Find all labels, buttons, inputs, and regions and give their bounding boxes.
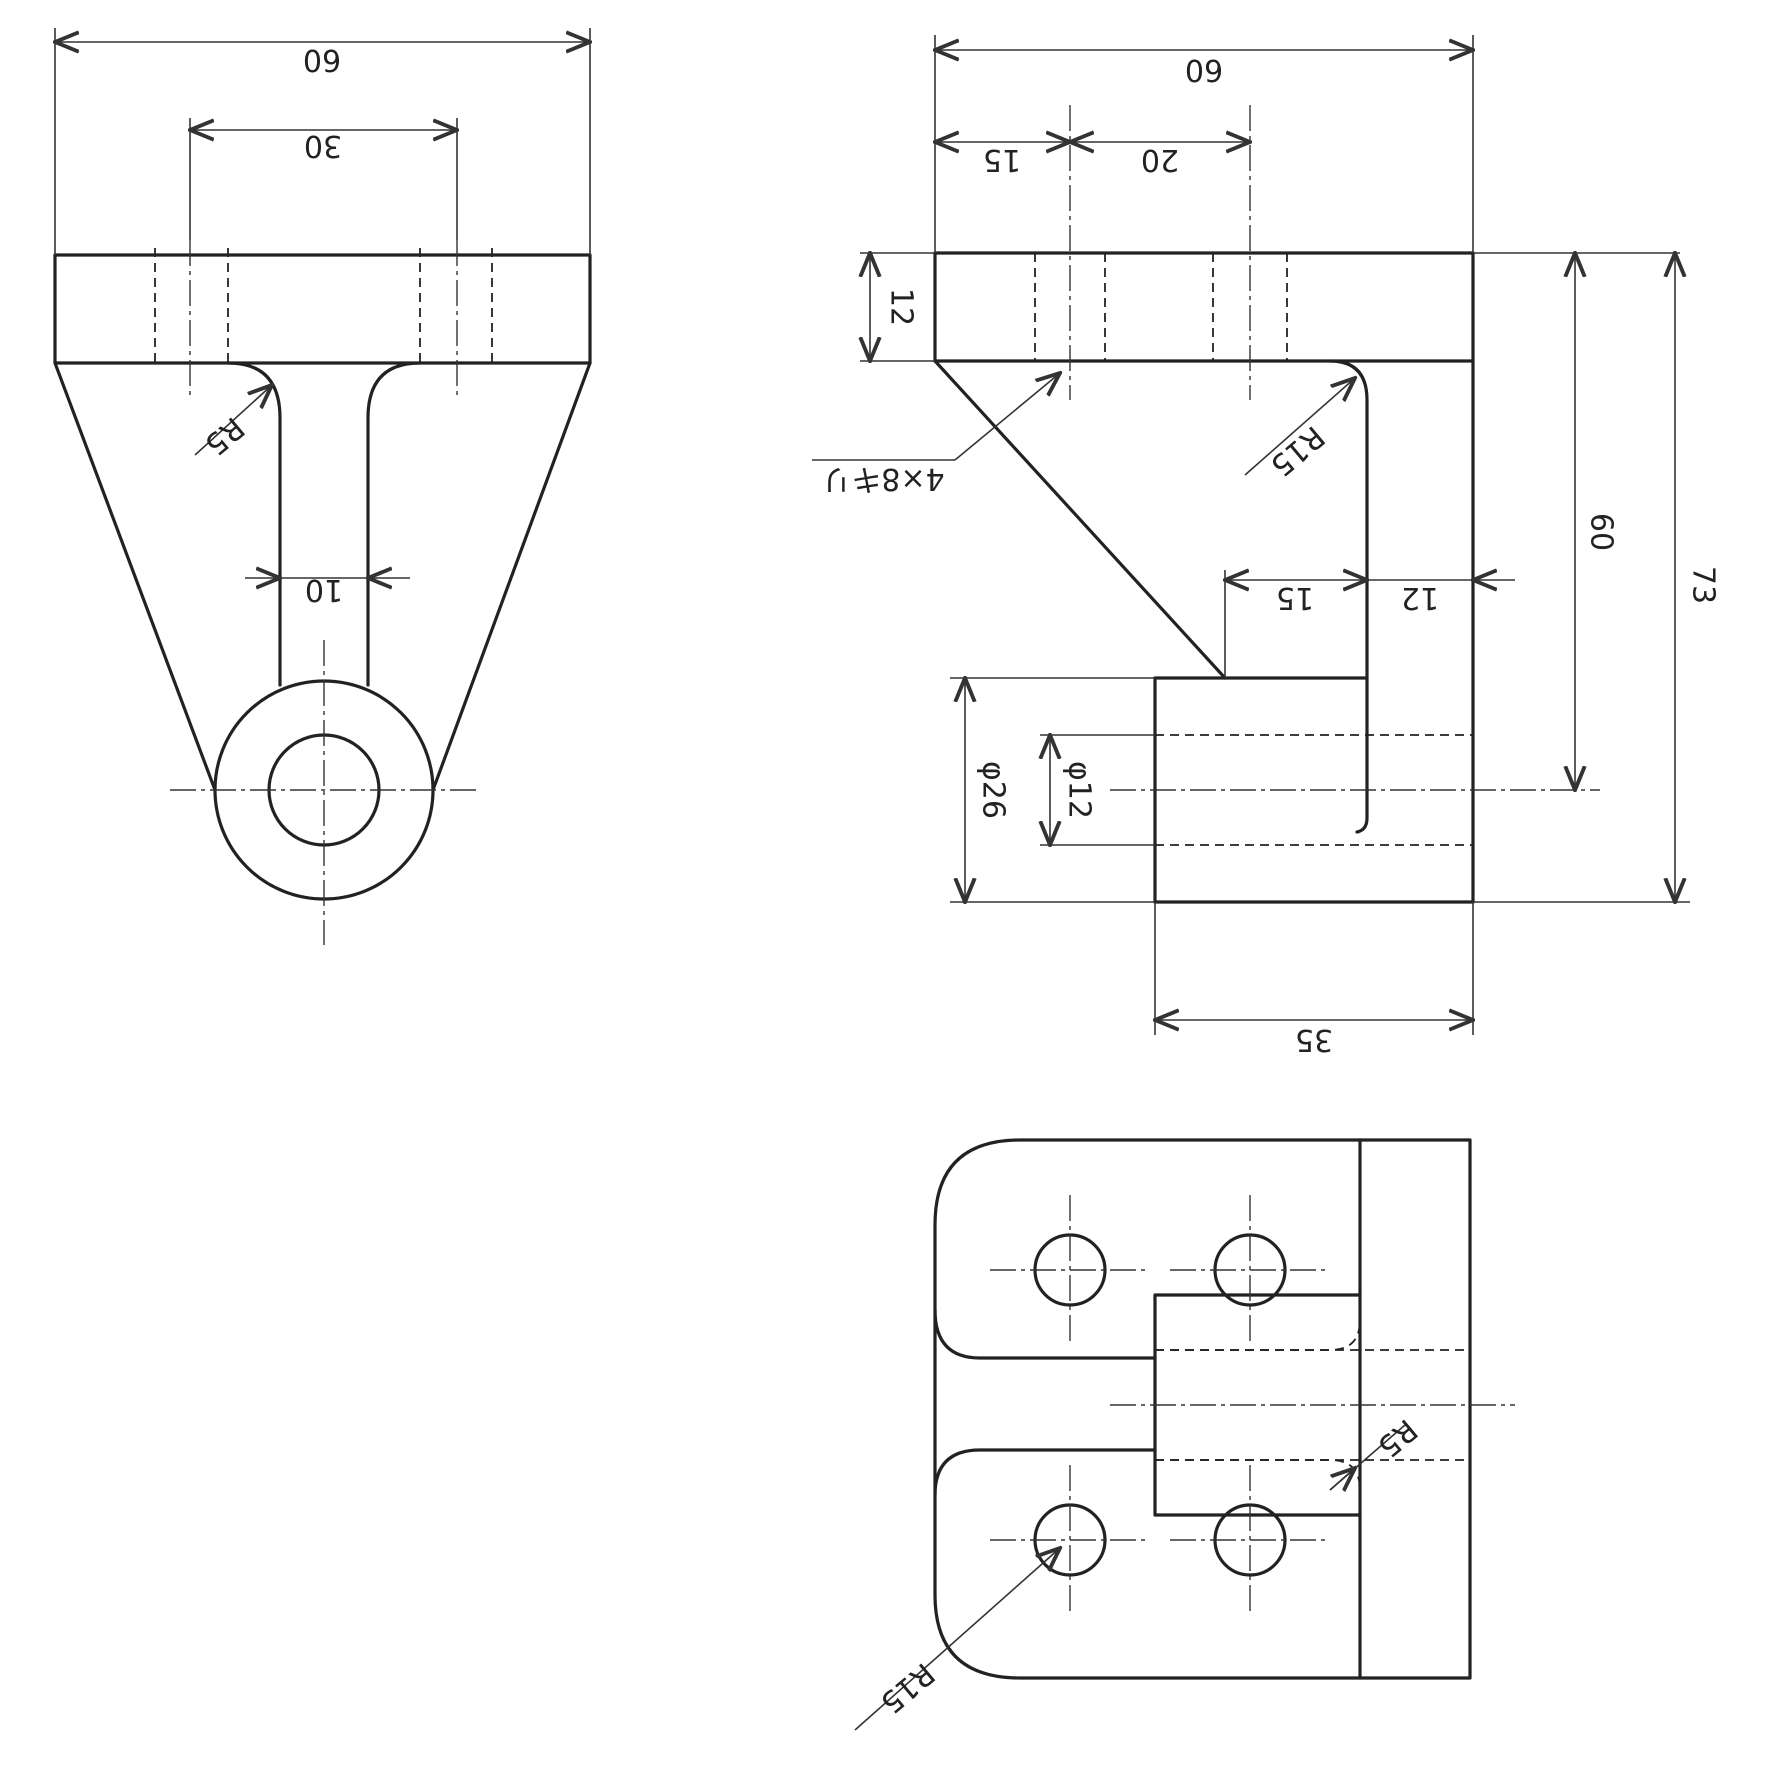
side-flange-dim: 12 — [884, 288, 919, 326]
side-web-inner — [1328, 359, 1369, 834]
side-center-height-dim: 60 — [1584, 513, 1619, 551]
plan-outline — [933, 1138, 1472, 1680]
side-offset-dim: 15 — [983, 142, 1021, 177]
plan-slot-lower — [933, 1448, 1362, 1517]
plan-hidden-fillet-upper — [1155, 1319, 1361, 1351]
front-width-dim: 60 — [303, 42, 341, 77]
side-hole-callout: 4×8キリ — [821, 461, 944, 496]
side-hole-leader — [954, 373, 1060, 461]
side-width-dim: 60 — [1185, 52, 1223, 87]
front-fillet-dim: R5 — [197, 410, 250, 462]
front-web-dim: 10 — [305, 572, 343, 607]
side-boss-length-dim: 35 — [1295, 1022, 1333, 1057]
front-flange — [53, 253, 592, 365]
plan-view: R5 R15 — [854, 1138, 1515, 1731]
side-rib — [933, 359, 1227, 680]
side-bend-leader — [1244, 378, 1355, 476]
plan-slot-fillet-dim: R5 — [1370, 1412, 1423, 1464]
front-hidden-holes — [154, 248, 493, 363]
side-bend-dim: R15 — [1263, 418, 1331, 483]
side-hidden-holes — [1034, 253, 1288, 361]
front-view: 60 30 R5 10 — [55, 28, 590, 945]
side-flange — [933, 251, 1475, 363]
side-overall-height-dim: 73 — [1686, 566, 1721, 604]
side-view: 60 15 20 12 4×8キリ R15 60 73 15 12 — [812, 35, 1721, 1057]
plan-hidden-fillet-lower — [1155, 1459, 1361, 1491]
plan-slot-upper — [933, 1293, 1362, 1360]
front-pitch-dim: 30 — [304, 128, 342, 163]
side-bore-dim: φ12 — [1062, 761, 1097, 819]
front-web-left — [226, 361, 282, 687]
side-web-dim: 12 — [1401, 580, 1439, 615]
front-right-taper — [431, 361, 592, 792]
plan-corner-leader — [854, 1548, 1060, 1731]
side-pitch-dim: 20 — [1141, 142, 1179, 177]
front-web-right — [366, 361, 422, 687]
front-left-taper — [53, 361, 217, 792]
side-boss-dim: φ26 — [976, 761, 1011, 819]
side-boss-offset-dim: 15 — [1276, 580, 1314, 615]
plan-hole-centerlines — [990, 1195, 1330, 1615]
plan-corner-dim: R15 — [873, 1655, 941, 1720]
front-fillet-leader — [194, 385, 272, 456]
